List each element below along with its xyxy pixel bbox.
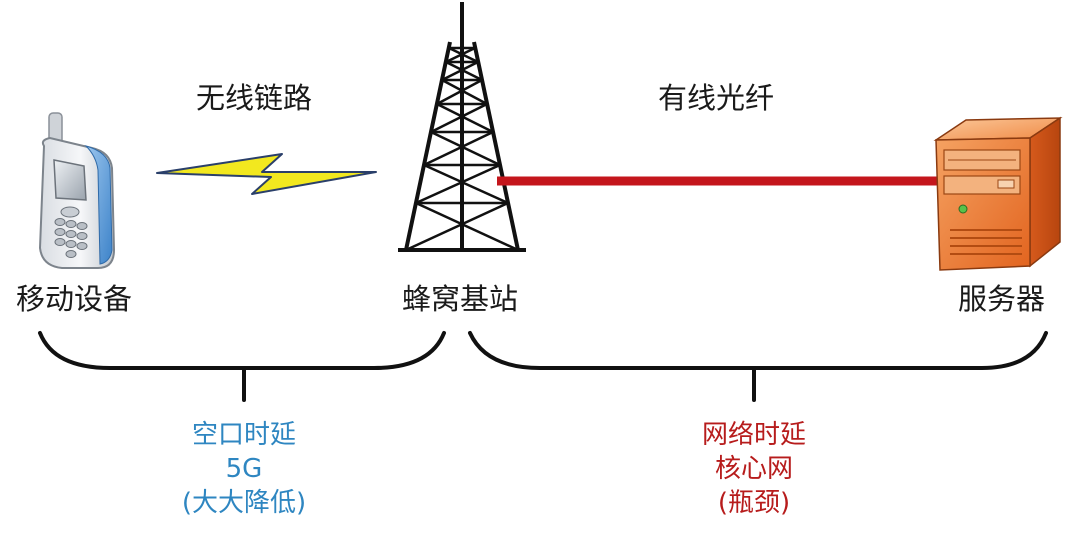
server-icon [933, 116, 1063, 271]
cell-tower-icon [398, 2, 526, 252]
wired-fiber-label: 有线光纤 [658, 81, 775, 115]
network-latency-caption: 网络时延 核心网 (瓶颈) [644, 418, 864, 520]
mobile-device-label: 移动设备 [16, 282, 133, 316]
air-latency-tech: 5G [225, 454, 263, 484]
network-latency-note: (瓶颈) [717, 488, 791, 518]
network-latency-title: 网络时延 [701, 420, 806, 450]
cell-tower-label: 蜂窝基站 [402, 282, 519, 316]
air-latency-title: 空口时延 [191, 420, 296, 450]
network-latency-core: 核心网 [714, 454, 793, 484]
server-label: 服务器 [958, 282, 1046, 316]
wireless-link-label: 无线链路 [196, 81, 313, 115]
air-latency-note: (大大降低) [181, 488, 307, 518]
air-latency-brace [38, 331, 446, 402]
lightning-bolt-icon [156, 153, 377, 195]
air-latency-caption: 空口时延 5G (大大降低) [134, 418, 354, 520]
network-latency-brace [468, 331, 1048, 402]
mobile-phone-icon [38, 112, 116, 269]
